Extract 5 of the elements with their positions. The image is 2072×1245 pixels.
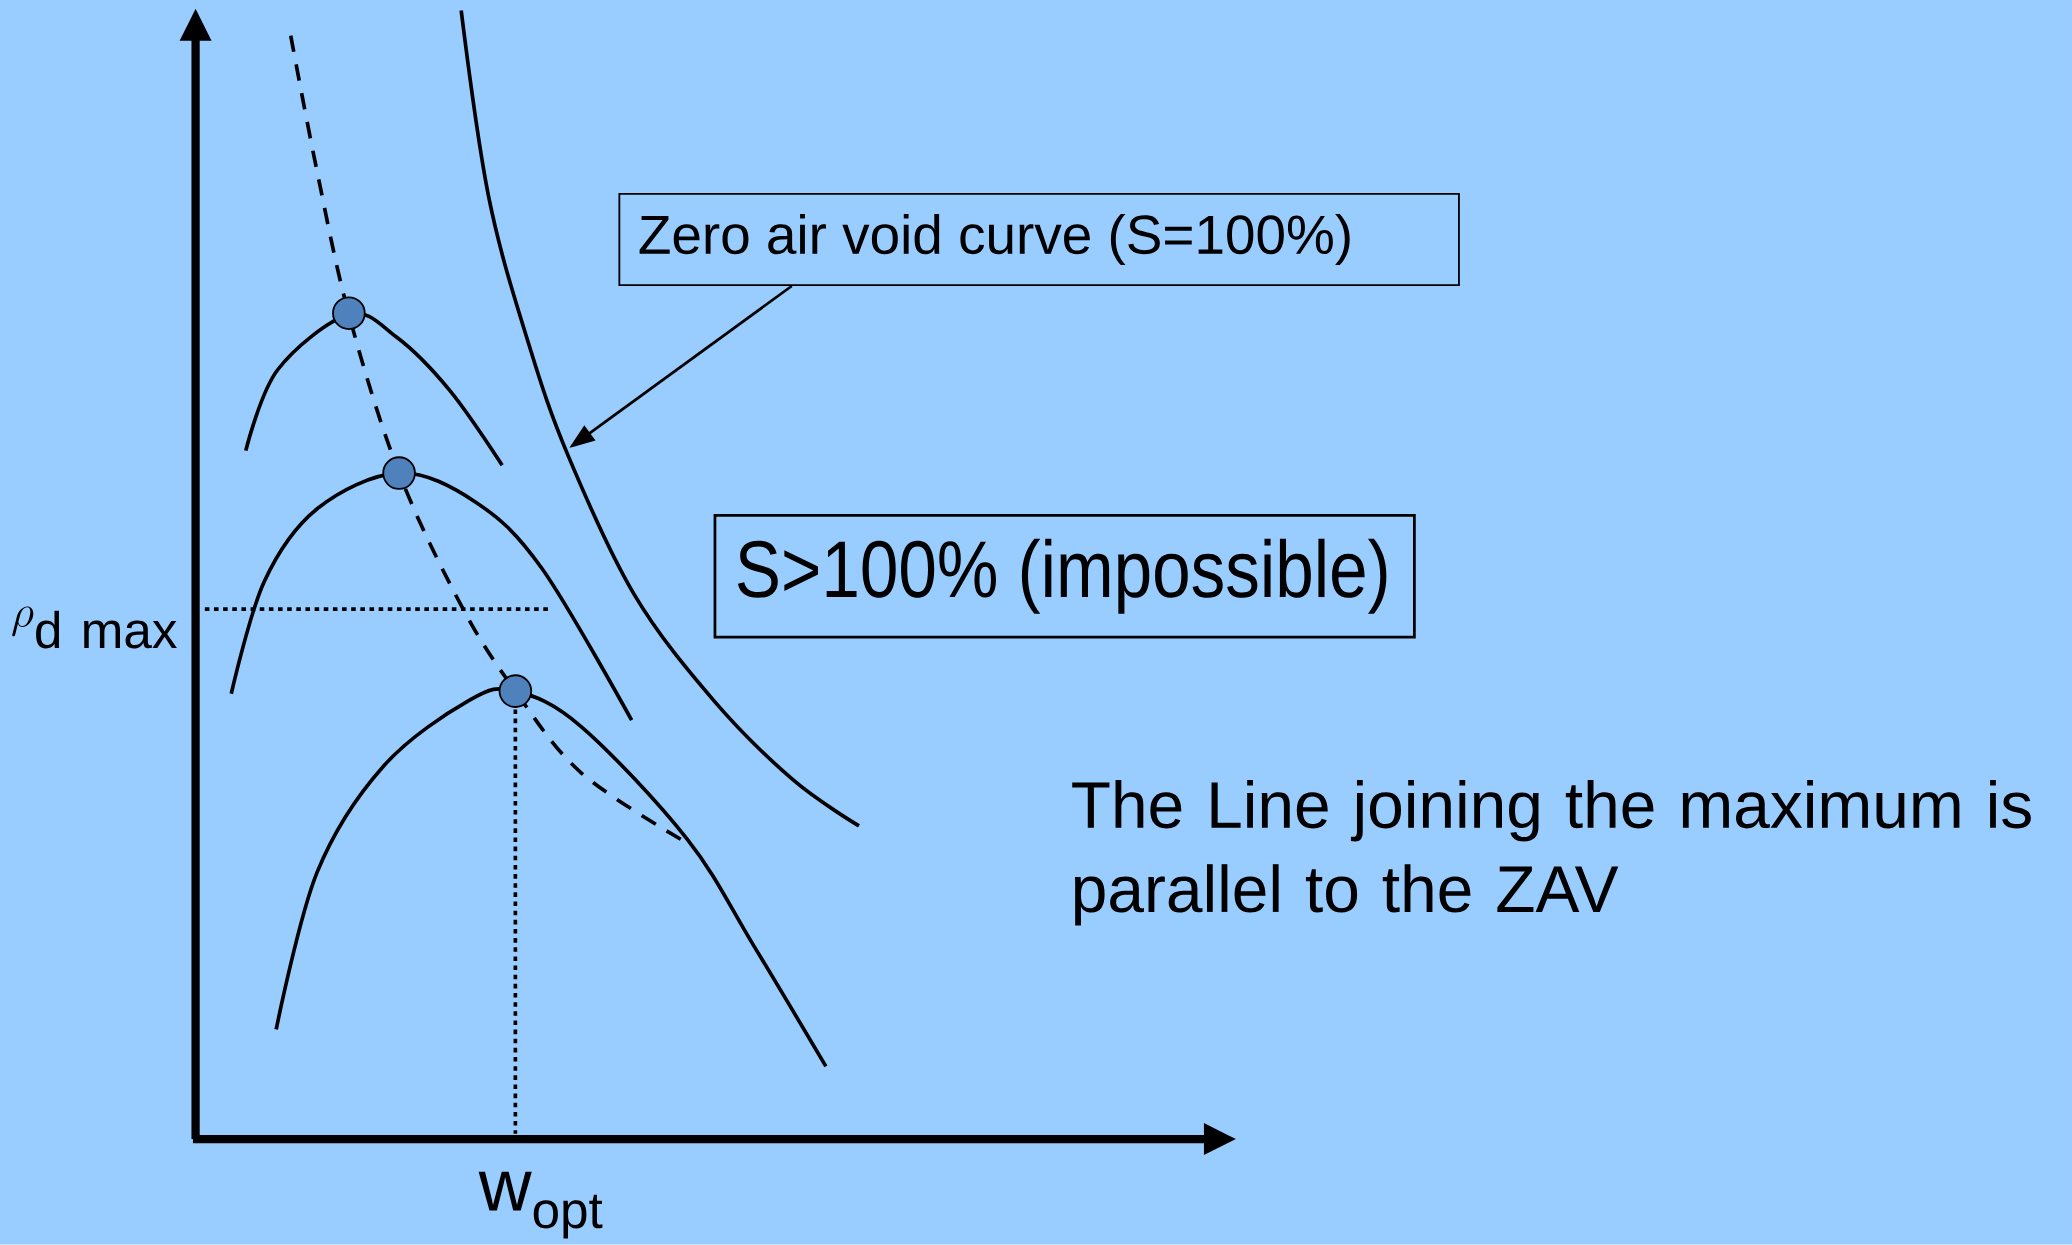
note-text: The Line joining the maximum is parallel to the ZAV: [1072, 780, 2031, 926]
text-box: S>100% (impossible): [713, 514, 1416, 639]
axis-label: $\rho_{\mathrm{d\ max}}$: [12, 606, 177, 649]
axis-label: $\mathrm{w}_{\mathrm{opt}}$: [478, 1171, 603, 1239]
text-box: Zero air void curve (S=100%): [618, 193, 1460, 287]
